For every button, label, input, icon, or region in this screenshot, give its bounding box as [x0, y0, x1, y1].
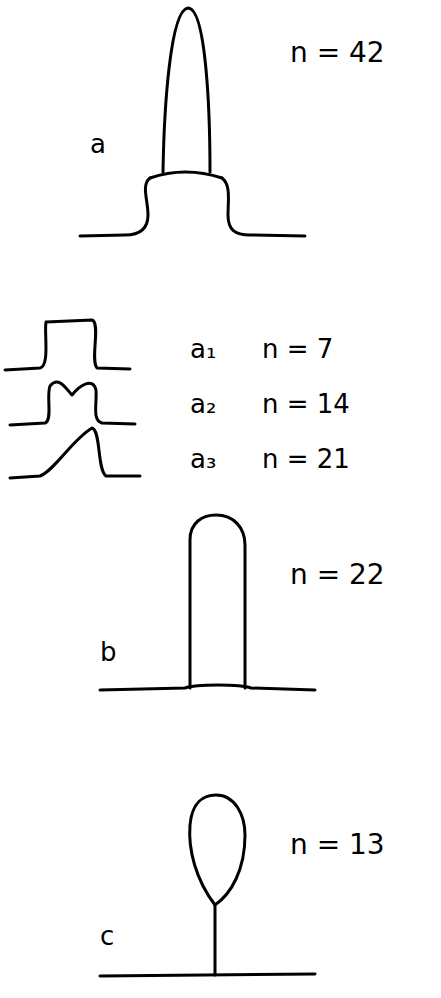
- sample-count: n = 22: [290, 560, 385, 591]
- upper-part: [190, 795, 245, 905]
- sample-count: n = 21: [262, 445, 350, 474]
- junction: [150, 172, 222, 178]
- figure-letter: a₃: [190, 445, 216, 474]
- upper-part: [190, 515, 245, 688]
- shape-b: [100, 515, 315, 690]
- shape-a1: [5, 320, 130, 370]
- base-left: [80, 178, 150, 236]
- shape-a: [80, 8, 305, 236]
- base-line: [100, 685, 315, 690]
- shape-a2: [10, 382, 135, 425]
- shape-c: [100, 795, 315, 976]
- figure-letter: c: [100, 922, 114, 951]
- base-right: [222, 178, 305, 236]
- upper-part: [163, 8, 210, 172]
- figure-letter: a₁: [190, 335, 216, 364]
- sample-count: n = 14: [262, 390, 350, 419]
- base-line: [100, 974, 315, 976]
- figure-letter: b: [100, 638, 117, 667]
- shape-a3: [10, 428, 140, 478]
- sample-count: n = 13: [290, 830, 385, 861]
- figure-letter: a₂: [190, 390, 216, 419]
- figure-letter: a: [90, 130, 106, 159]
- sample-count: n = 7: [262, 335, 333, 364]
- stalk: [214, 905, 217, 975]
- sample-count: n = 42: [290, 38, 385, 69]
